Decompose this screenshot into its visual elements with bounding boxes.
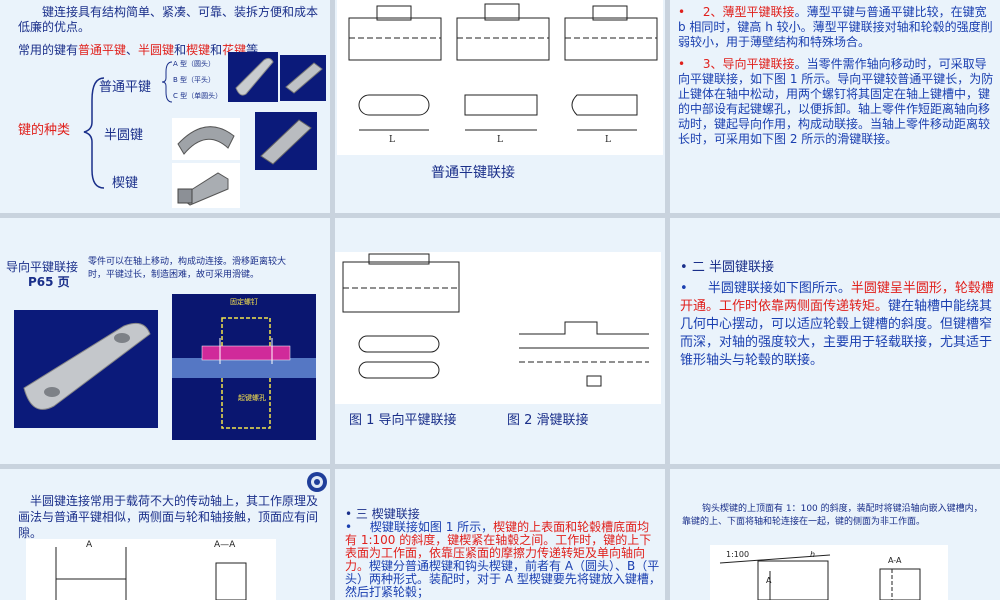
intro-text: 键连接具有结构简单、紧凑、可靠、装拆方便和成本低廉的优点。 [18,5,319,34]
guide-key-title: 导向平键联接 [6,260,79,274]
drawing-caption: 普通平键联接 [431,165,515,181]
guide-and-sliding-key-drawing [342,253,649,387]
dim-label-3: L [605,135,611,145]
subtype-a: A 型（圆头） [173,60,216,68]
jack-screw-hole-label: 起键螺孔 [238,393,266,402]
fixing-screw-label: 固定螺钉 [230,297,258,306]
keys-drawing-panel [335,252,661,404]
woodruff-paragraph: • 半圆键联接如下图所示。半圆键呈半圆形，轮毂槽开通。工作时依靠两侧面传递转矩。… [680,281,994,368]
guide-key-assembly-panel: 固定螺钉 起键螺孔 [172,294,316,440]
gib-key-drawing: 1:100 A h A-A [719,550,921,600]
small-brace-icon [161,61,173,103]
section-a-label: A [86,540,93,550]
brace-icon [83,77,105,189]
section-aa-label: A—A [214,540,236,550]
section-aa-label: A-A [888,556,902,565]
slide-thin-guide-keys[interactable]: • 2、薄型平键联接。薄型平键与普通平键比较，在键宽 b 相同时，键高 h 较小… [670,0,1000,213]
slide-woodruff-usage[interactable]: 半圆键连接常用于载荷不大的传动轴上，其工作原理及画法与普通平键相似，两侧面与轮和… [0,469,330,600]
guide-key-desc: 零件可以在轴上移动，构成动连接。滑移距离较大时，平键过长，制造困难，故可采用滑键… [88,257,287,280]
woodruff-drawing-panel: A A—A [26,539,276,600]
fig2-caption: 图 2 滑键联接 [507,413,589,428]
woodruff-drawing: A A—A [55,540,247,600]
type-flat-key: 普通平键 [99,80,152,95]
fig1-caption: 图 1 导向平键联接 [349,413,457,428]
height-h-label: h [810,550,815,559]
slope-label: 1:100 [726,550,749,559]
woodruff-title: • 二 半圆键联接 [680,260,774,275]
type-woodruff-key: 半圆键 [104,128,144,143]
gib-head-key-photo [172,163,240,208]
guide-key-paragraph: • 3、导向平键联接。当零件需作轴向移动时，可采取导向平键联接，如下图 1 所示… [678,57,994,146]
taper-key-paragraph: • 楔键联接如图 1 所示，楔键的上表面和轮毂槽底面均有 1:100 的斜度，键… [345,520,661,599]
slide-guide-slide-keys[interactable]: 图 1 导向平键联接 图 2 滑键联接 [335,218,665,464]
subtype-c: C 型（单圆头） [173,92,223,100]
woodruff-key-photo [172,118,240,160]
flat-key-photo-1 [228,52,278,102]
slide-gib-head-key[interactable]: 钩头楔键的上顶面有 1：100 的斜度，装配时将键沿轴向嵌入键槽内，靠键的上、下… [670,469,1000,600]
slide-flat-key-drawing[interactable]: L L L 普通平键联接 [335,0,665,213]
taper-key-title: • 三 楔键联接 [345,507,420,521]
guide-key-3d-photo [14,310,158,428]
dim-label-2: L [497,135,503,145]
slide-taper-key[interactable]: • 三 楔键联接 • 楔键联接如图 1 所示，楔键的上表面和轮毂槽底面均有 1:… [335,469,665,600]
logo-icon [307,472,327,492]
woodruff-usage-text: 半圆键连接常用于载荷不大的传动轴上，其工作原理及画法与普通平键相似，两侧面与轮和… [18,494,319,540]
slide-guide-key[interactable]: 导向平键联接 P65 页 零件可以在轴上移动，构成动连接。滑移距离较大时，平键过… [0,218,330,464]
page-ref: P65 页 [28,275,70,289]
subtype-b: B 型（平头） [173,76,216,84]
taper-key-photo [255,112,317,170]
slide-key-types[interactable]: 键连接具有结构简单、紧凑、可靠、装拆方便和成本低廉的优点。 常用的键有普通平键、… [0,0,330,213]
flat-key-technical-drawing: L L L [348,3,658,145]
section-a-label: A [766,576,772,585]
drawing-panel: L L L [337,0,663,155]
dim-label-1: L [389,135,395,145]
key-types-label: 键的种类 [18,123,71,138]
gib-key-drawing-panel: 1:100 A h A-A [710,545,948,600]
thin-key-paragraph: • 2、薄型平键联接。薄型平键与普通平键比较，在键宽 b 相同时，键高 h 较小… [678,5,993,49]
gib-head-key-text: 钩头楔键的上顶面有 1：100 的斜度，装配时将键沿轴向嵌入键槽内，靠键的上、下… [682,504,983,527]
flat-key-photo-2 [280,55,326,101]
slide-woodruff-key[interactable]: • 二 半圆键联接 • 半圆键联接如下图所示。半圆键呈半圆形，轮毂槽开通。工作时… [670,218,1000,464]
guide-key-assembly-drawing: 固定螺钉 起键螺孔 [172,297,316,429]
type-taper-key: 楔键 [112,176,139,191]
